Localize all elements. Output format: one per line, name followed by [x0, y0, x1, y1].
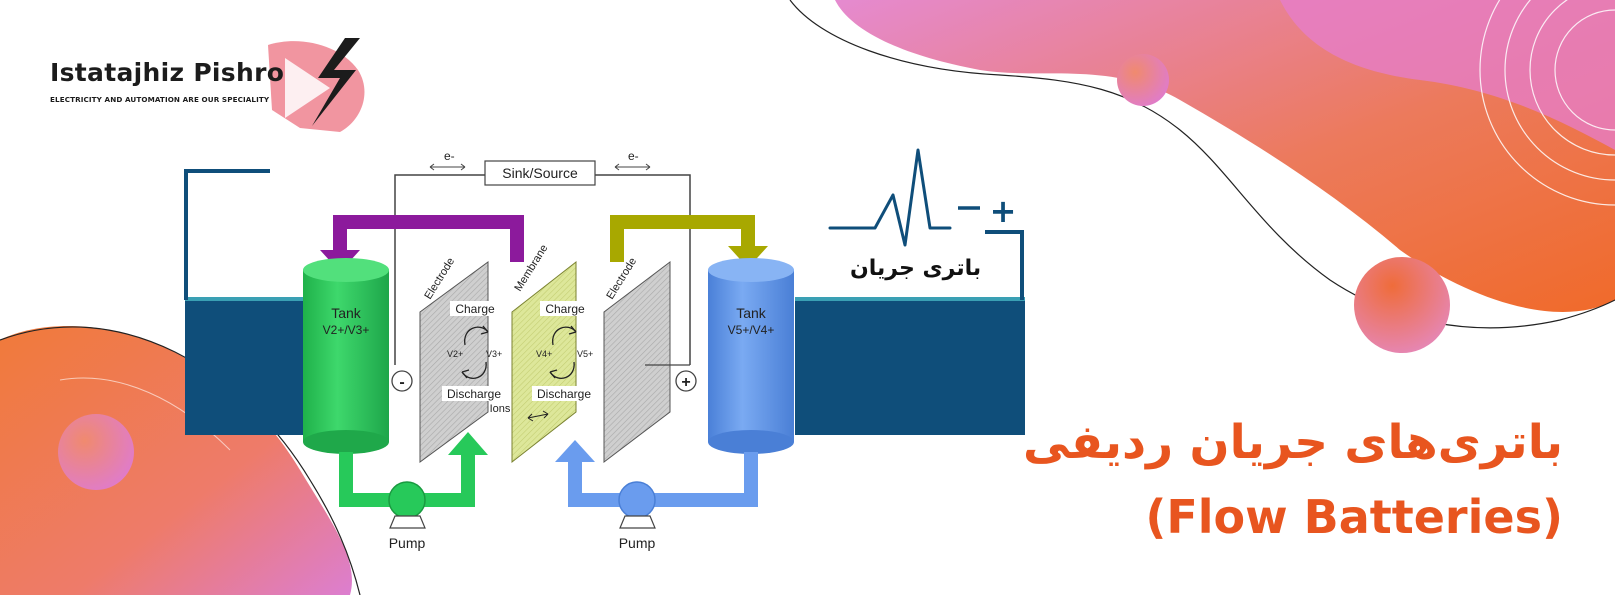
terminal-positive-label: + [681, 374, 690, 391]
brand-tagline: ELECTRICITY AND AUTOMATION ARE OUR SPECI… [50, 95, 270, 104]
tank-right-label: Tank [736, 305, 767, 321]
species-v3-label: V3+ [486, 349, 502, 359]
cycle-arrows [461, 325, 577, 379]
charge-left-bg [450, 301, 500, 316]
navy-band-mid [795, 300, 1025, 435]
sink-source-box [484, 160, 596, 186]
discharge-left-bg [442, 386, 506, 401]
top-right-blob-light [1280, 0, 1615, 150]
tank-right [708, 258, 794, 454]
green-pipe-arrow [448, 432, 488, 455]
tank-left [303, 258, 389, 454]
terminal-negative-icon [391, 370, 413, 392]
decor-ball-top [1117, 54, 1169, 106]
navy-band-left [185, 300, 305, 435]
frame-line-right [985, 230, 1024, 300]
discharge-left-label: Discharge [447, 387, 501, 401]
pump-right-label: Pump [619, 535, 656, 551]
species-v5-label: V5+ [577, 349, 593, 359]
brand-name: Istatajhiz Pishro [50, 58, 285, 87]
ions-arrow [527, 410, 549, 422]
circuit-wire-right [595, 174, 691, 365]
tank-left-label: Tank [331, 305, 362, 321]
species-v4-label: V4+ [536, 349, 552, 359]
pump-left-label: Pump [389, 535, 426, 551]
terminal-negative-label: - [399, 374, 404, 391]
frame-line-left [184, 169, 270, 300]
pump-right-icon [618, 481, 656, 519]
olive-pipe-arrow [728, 246, 768, 268]
electron-label-left: e- [444, 149, 455, 163]
olive-pipe [610, 215, 755, 262]
electrode-right [603, 260, 671, 464]
battery-pulse-icon [828, 148, 952, 247]
circuit-wire-left [394, 174, 485, 365]
blue-pipe [568, 452, 758, 507]
bottom-left-blob [0, 326, 352, 595]
brand-block: Istatajhiz Pishro ELECTRICITY AND AUTOMA… [50, 58, 380, 104]
electron-arrows [429, 163, 651, 171]
purple-pipe [333, 215, 524, 262]
decor-ball-right [1354, 257, 1450, 353]
pump-left-icon [388, 481, 426, 519]
decor-ball-left [58, 414, 134, 490]
battery-label-fa: باتری جریان [850, 256, 982, 281]
charge-right-bg [540, 301, 590, 316]
battery-plus-sign: + [990, 192, 1017, 230]
tank-right-species: V5+/V4+ [728, 323, 775, 337]
pump-right-base [619, 515, 656, 529]
concentric-rings [1479, 0, 1615, 206]
terminal-positive-icon [675, 370, 697, 392]
page-title-fa: باتری‌های جریان ردیفی [1022, 415, 1563, 470]
ions-label: Ions [490, 403, 511, 415]
page-title-en: (Flow Batteries) [1145, 490, 1563, 544]
species-v2-label: V2+ [447, 349, 463, 359]
sink-source-label: Sink/Source [502, 165, 578, 181]
discharge-right-bg [532, 386, 596, 401]
brand-logo-icon [268, 38, 365, 132]
electron-label-right: e- [628, 149, 639, 163]
top-right-curve-line [789, 0, 1615, 329]
charge-left-label: Charge [455, 302, 495, 316]
charge-right-label: Charge [545, 302, 585, 316]
pump-left-base [389, 515, 426, 529]
blue-pipe-arrow [555, 440, 595, 462]
flow-battery-diagram: Sink/Source e- e- Tank V2+/V3+ Tank V5+/… [303, 149, 794, 551]
discharge-right-label: Discharge [537, 387, 591, 401]
tank-left-species: V2+/V3+ [323, 323, 370, 337]
